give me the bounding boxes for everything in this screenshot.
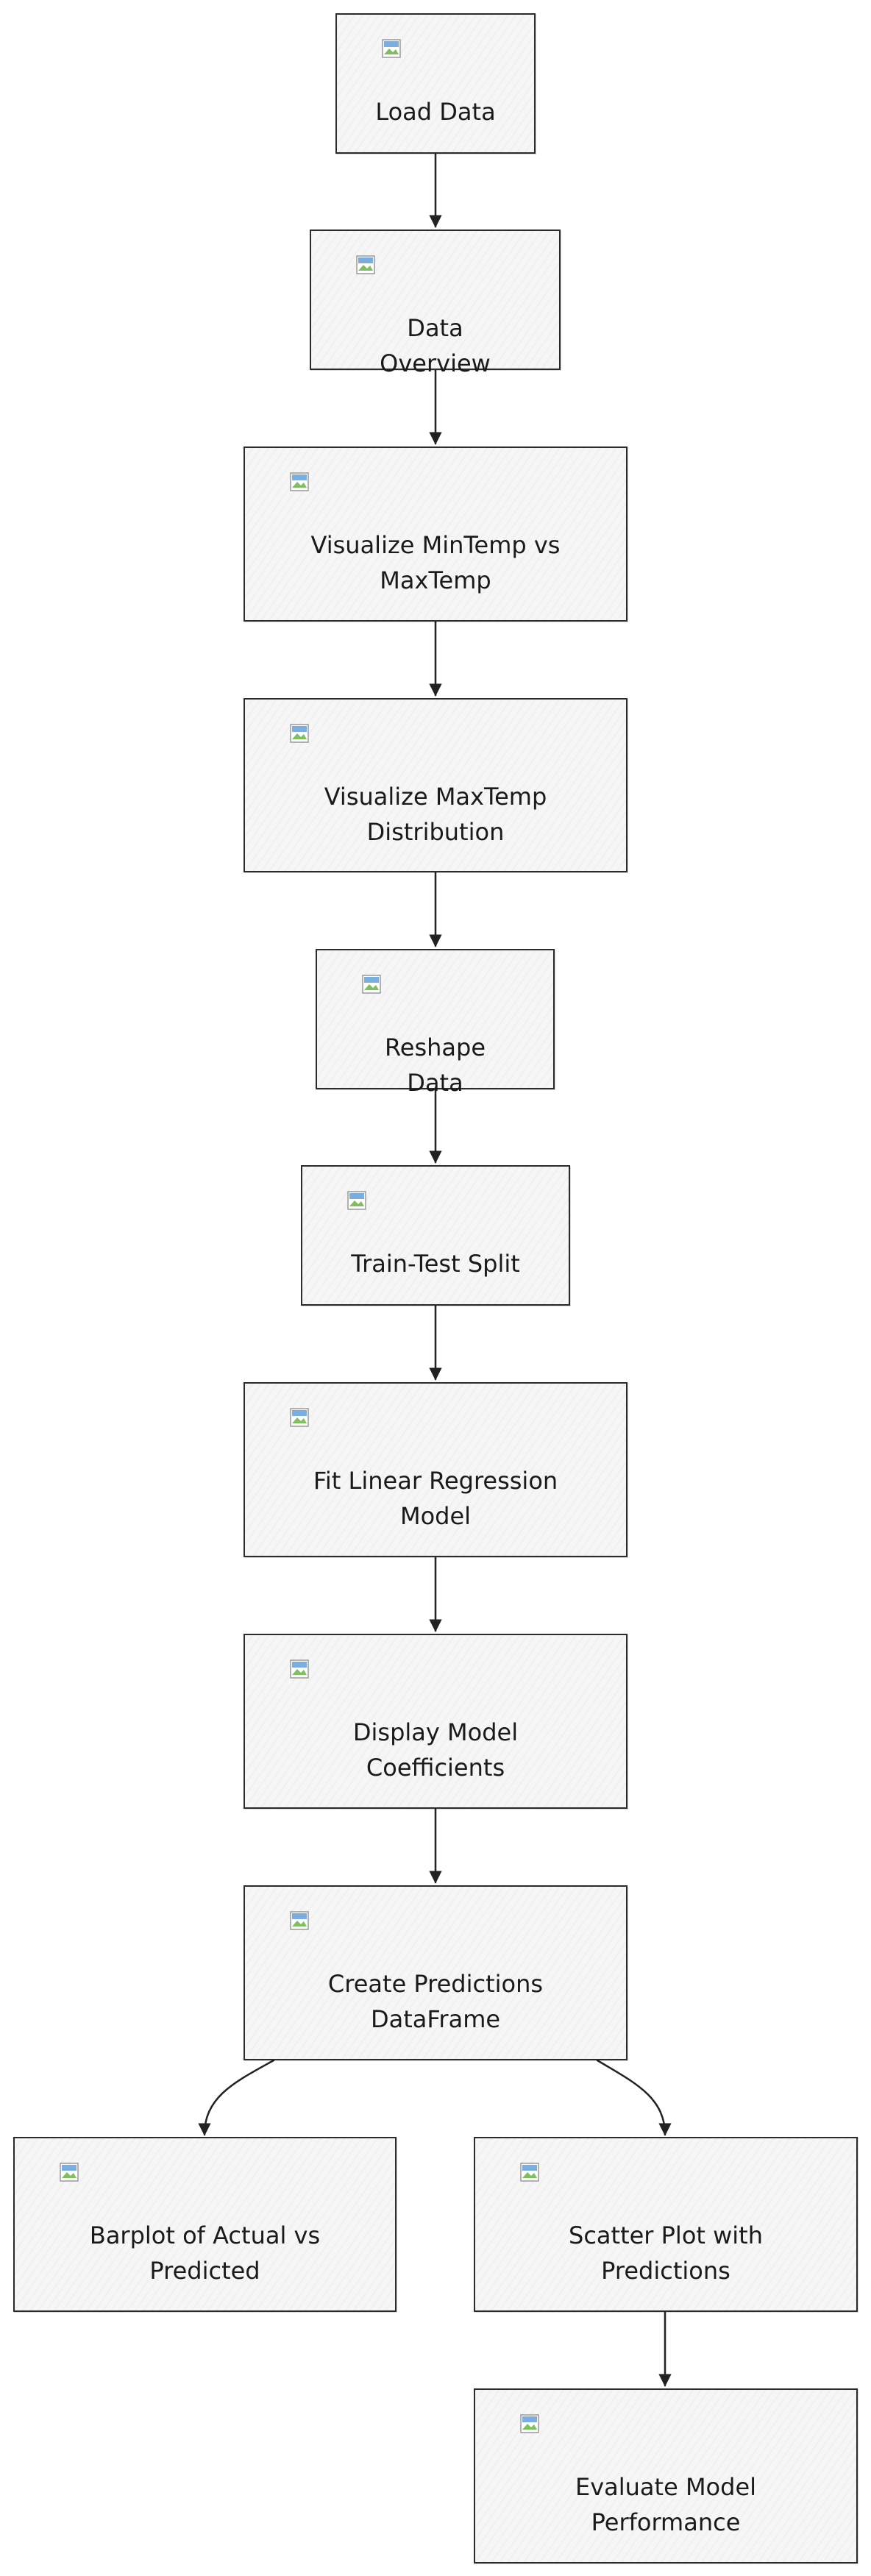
broken-image-icon (290, 1911, 309, 1930)
node-label: Create Predictions DataFrame (327, 1970, 544, 2033)
broken-image-icon (290, 1659, 309, 1679)
node-label: Display Model Coefficients (352, 1718, 519, 1782)
broken-image-icon (520, 2163, 539, 2182)
broken-image-icon (356, 255, 375, 274)
node-label: Evaluate Model Performance (575, 2473, 757, 2536)
node-fit-linear-regression-model[interactable]: Fit Linear Regression Model (243, 1382, 628, 1557)
edge-create-predictions-df-to-scatter-plot (596, 2059, 672, 2136)
broken-image-icon (382, 39, 401, 58)
node-train-test-split[interactable]: Train-Test Split (301, 1165, 570, 1306)
broken-image-icon (520, 2414, 539, 2433)
node-reshape-data[interactable]: Reshape Data (316, 949, 555, 1097)
node-visualize-maxtemp-distribution[interactable]: Visualize MaxTemp Distribution (243, 698, 628, 872)
broken-image-icon (347, 1191, 366, 1210)
broken-image-icon (290, 472, 309, 491)
node-data-overview[interactable]: Data Overview (310, 230, 561, 377)
broken-image-icon (362, 975, 381, 994)
node-label: Load Data (375, 98, 496, 126)
node-label: Scatter Plot with Predictions (569, 2221, 763, 2285)
node-label: Visualize MaxTemp Distribution (324, 783, 547, 846)
node-visualize-min-max[interactable]: Visualize MinTemp vs MaxTemp (243, 446, 628, 622)
node-label: Train-Test Split (351, 1250, 520, 1278)
node-evaluate-model-performance[interactable]: Evaluate Model Performance (474, 2388, 858, 2563)
edge-create-predictions-df-to-barplot (198, 2059, 275, 2136)
node-label: Barplot of Actual vs Predicted (89, 2221, 321, 2285)
node-label: Fit Linear Regression Model (313, 1467, 558, 1530)
broken-image-icon (60, 2163, 79, 2182)
node-load-data[interactable]: Load Data (335, 13, 536, 154)
node-create-predictions-dataframe[interactable]: Create Predictions DataFrame (243, 1885, 628, 2060)
broken-image-icon (290, 1408, 309, 1427)
node-barplot-actual-vs-predicted[interactable]: Barplot of Actual vs Predicted (13, 2137, 397, 2312)
node-label: Visualize MinTemp vs MaxTemp (310, 531, 561, 594)
broken-image-icon (290, 724, 309, 743)
node-display-model-coefficients[interactable]: Display Model Coefficients (243, 1634, 628, 1809)
node-scatter-plot-with-predictions[interactable]: Scatter Plot with Predictions (474, 2137, 858, 2312)
node-label: Data Overview (380, 314, 491, 377)
node-label: Reshape Data (384, 1033, 486, 1097)
